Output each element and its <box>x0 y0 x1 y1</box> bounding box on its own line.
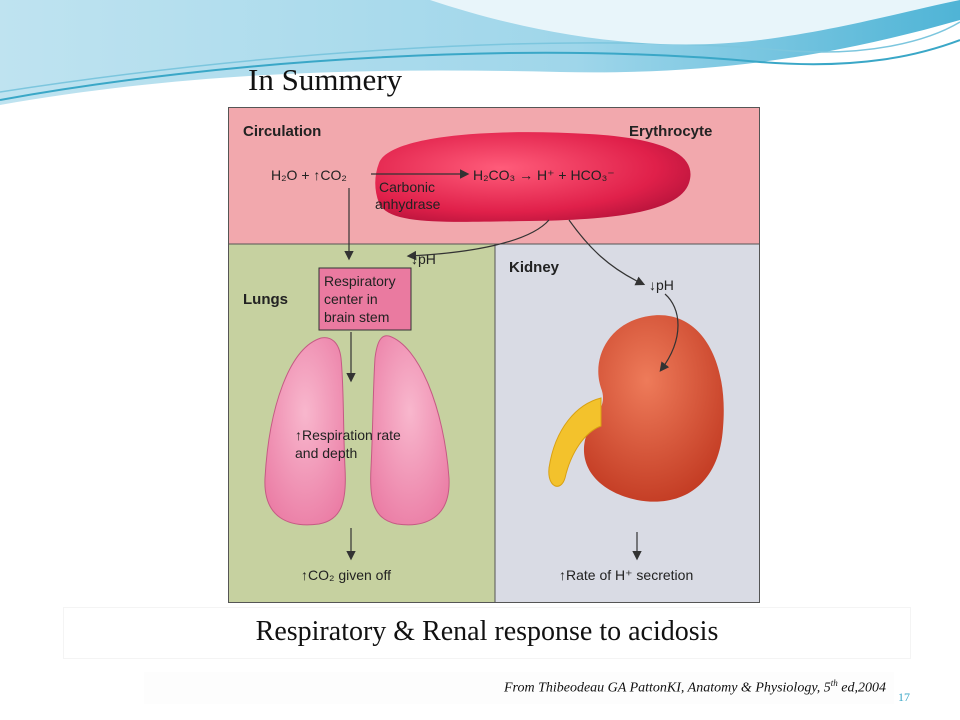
ph-to-kidney-arrow <box>659 293 679 372</box>
lungs-label: Lungs <box>243 291 288 308</box>
erythrocyte-label: Erythrocyte <box>629 123 712 140</box>
resp-center-line2: center in <box>324 291 378 307</box>
citation-box: From Thibeodeau GA PattonKI, Anatomy & P… <box>144 672 894 704</box>
co2-given-off-text: ↑CO₂ given off <box>301 567 391 583</box>
equation-left: H₂O + ↑CO₂ <box>271 167 347 183</box>
enzyme-line2: anhydrase <box>375 196 441 212</box>
resp-rate-line1: ↑Respiration rate <box>295 427 401 443</box>
citation: From Thibeodeau GA PattonKI, Anatomy & P… <box>504 678 886 697</box>
slide-title: In Summery <box>248 62 403 97</box>
respiratory-center-box <box>318 267 412 331</box>
erythrocyte-cell <box>375 132 691 222</box>
ph-lungs-arrow <box>406 219 550 261</box>
circulation-label: Circulation <box>243 123 321 140</box>
ph-lungs-text: ↓pH <box>411 251 436 267</box>
citation-text: From Thibeodeau GA PattonKI, Anatomy & P… <box>503 680 831 696</box>
ureter <box>548 397 602 487</box>
kidney-organ <box>583 315 724 502</box>
enzyme-line1: Carbonic <box>379 179 435 195</box>
resp-center-line1: Respiratory <box>324 273 396 289</box>
h-secretion-text: ↑Rate of H⁺ secretion <box>559 567 693 583</box>
ph-kidney-arrow <box>568 219 646 286</box>
slide-number: 17 <box>898 690 910 704</box>
citation-superscript: th <box>830 678 838 688</box>
right-lung <box>370 335 450 526</box>
kidney-label: Kidney <box>509 259 560 276</box>
ph-kidney-text: ↓pH <box>649 277 674 293</box>
resp-rate-line2: and depth <box>295 445 357 461</box>
acidosis-response-diagram: Circulation Erythrocyte Lungs Kidney H₂O… <box>228 107 760 603</box>
equation-right: H₂CO₃ → H⁺ + HCO₃⁻ <box>473 167 615 183</box>
slide-caption: Respiratory & Renal response to acidosis <box>255 616 719 647</box>
resp-center-line3: brain stem <box>324 309 389 325</box>
left-lung <box>264 337 346 526</box>
decorative-wave-header <box>0 0 960 105</box>
caption-box: Respiratory & Renal response to acidosis <box>64 608 910 658</box>
citation-tail: ed,2004 <box>837 680 886 696</box>
